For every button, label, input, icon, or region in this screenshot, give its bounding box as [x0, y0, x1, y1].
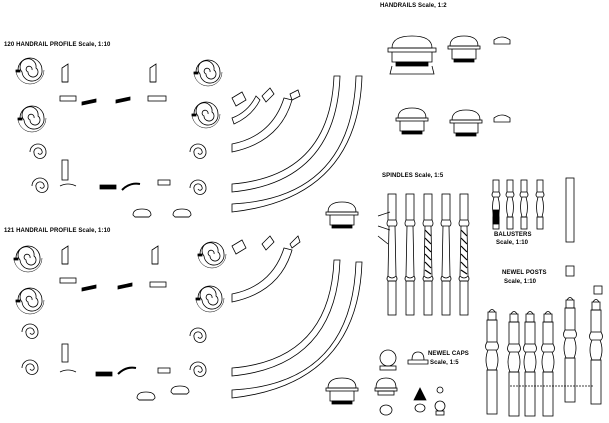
- dimension-line: [377, 225, 391, 231]
- volute-icon: [21, 323, 39, 339]
- rail-block: [59, 277, 77, 284]
- baluster-icon: [535, 179, 545, 230]
- handrail-fitting-icon: [395, 107, 429, 135]
- newel-caps-title: NEWEL CAPS: [428, 351, 469, 357]
- gooseneck-icon: [61, 245, 69, 265]
- newel-post-icon: [541, 311, 555, 417]
- volute-icon: [13, 245, 43, 273]
- gooseneck-icon: [151, 245, 159, 265]
- rail-profile-icon: [170, 385, 190, 395]
- newel-post-icon: [485, 309, 499, 415]
- curved-rail-icon: [231, 235, 363, 399]
- gooseneck-icon: [149, 63, 157, 83]
- rail-segment-icon: [121, 182, 141, 191]
- volute-icon: [17, 105, 47, 133]
- newel-caps-group: [374, 349, 446, 416]
- spindles-title: SPINDLES Scale, 1:5: [382, 173, 444, 179]
- newel-post-icon: [523, 311, 537, 417]
- dimension-line: [377, 235, 389, 245]
- rail-end: [59, 369, 77, 373]
- rail-segment-icon: [117, 366, 137, 375]
- rail-block: [59, 95, 77, 102]
- volute-icon: [189, 143, 207, 159]
- volute-icon: [189, 179, 207, 195]
- newel-cap-icon: [379, 349, 397, 367]
- newel-cap-icon: [414, 403, 426, 413]
- rail-segment-icon: [117, 282, 133, 290]
- rail-profile-icon: [172, 208, 192, 218]
- newel-post-icon: [589, 299, 603, 405]
- volute-icon: [195, 285, 225, 313]
- spindle-icon: [458, 193, 470, 316]
- rail-segment-icon: [95, 371, 113, 377]
- spindles-group: [377, 193, 470, 316]
- rail-block: [149, 281, 167, 288]
- volute-icon: [29, 143, 47, 159]
- handrail-fitting-icon: [447, 35, 481, 63]
- rail-segment-icon: [81, 284, 97, 292]
- spindle-icon: [422, 193, 434, 316]
- handrail-fitting-icon: [325, 377, 359, 405]
- volute-icon: [189, 327, 207, 343]
- baluster-icon: [519, 179, 529, 230]
- newel-posts-title: NEWEL POSTS: [502, 270, 547, 276]
- dimension-line: [377, 211, 391, 217]
- rail-segment-icon: [99, 184, 117, 190]
- handrail-fitting-icon: [387, 35, 437, 75]
- balusters-group: [491, 177, 575, 243]
- handrails-title: HANDRAILS Scale, 1:2: [380, 3, 447, 9]
- handrail-profile-1-title: 120 HANDRAIL PROFILE Scale, 1:10: [4, 42, 111, 48]
- rail-segment-icon: [81, 98, 97, 106]
- volute-icon: [15, 57, 45, 85]
- newel-cap-icon: [374, 377, 398, 396]
- baluster-icon: [505, 179, 515, 230]
- newel-post-icon: [507, 311, 521, 417]
- balusters-scale: Scale, 1:10: [496, 240, 529, 246]
- newel-cap-icon: [436, 386, 444, 394]
- newel-caps-scale: Scale, 1:5: [430, 360, 459, 366]
- newel-cap-icon: [407, 351, 429, 365]
- newel-posts-group: [485, 265, 603, 417]
- rail-block: [147, 95, 167, 102]
- volute-icon: [191, 101, 221, 129]
- rail-end: [59, 183, 77, 187]
- rail-post: [61, 343, 69, 363]
- handrail-profile-1-group: [15, 57, 223, 218]
- volute-icon: [31, 177, 49, 193]
- handrail-fitting-icon: [325, 201, 359, 229]
- newel-cap-icon: [434, 400, 446, 412]
- curved-rail-icon: [231, 75, 363, 213]
- rail-profile-icon: [132, 208, 152, 218]
- volute-icon: [21, 359, 39, 375]
- newel-posts-scale: Scale, 1:10: [504, 279, 537, 285]
- rail-profile-icon: [136, 391, 156, 401]
- rail-profile-icon: [493, 36, 511, 45]
- spindle-icon: [440, 193, 452, 316]
- newel-cap-block: [593, 285, 603, 295]
- handrail-profile-2-group: [13, 241, 227, 401]
- newel-cap-icon: [379, 365, 397, 371]
- rail-block: [157, 367, 171, 374]
- spindle-icon: [404, 193, 416, 316]
- balusters-title: BALUSTERS: [494, 232, 532, 238]
- newel-cap-block: [565, 265, 575, 277]
- newel-cap-icon: [379, 404, 393, 416]
- volute-icon: [197, 241, 227, 269]
- gooseneck-icon: [61, 63, 69, 83]
- handrail-profile-2-title: 121 HANDRAIL PROFILE Scale, 1:10: [4, 228, 111, 234]
- handrail-fitting-icon: [449, 109, 483, 137]
- volute-icon: [15, 287, 45, 315]
- rail-segment-icon: [115, 96, 131, 104]
- newel-cap-icon: [435, 410, 445, 416]
- volute-icon: [189, 361, 207, 377]
- handrails-group: [387, 35, 511, 137]
- newel-cap-icon: [413, 387, 427, 401]
- rail-profile-icon: [493, 114, 511, 123]
- baluster-base: [492, 209, 500, 225]
- volute-icon: [193, 59, 223, 87]
- rail-block: [157, 179, 171, 186]
- rail-post: [61, 159, 69, 181]
- baluster-icon: [565, 177, 575, 243]
